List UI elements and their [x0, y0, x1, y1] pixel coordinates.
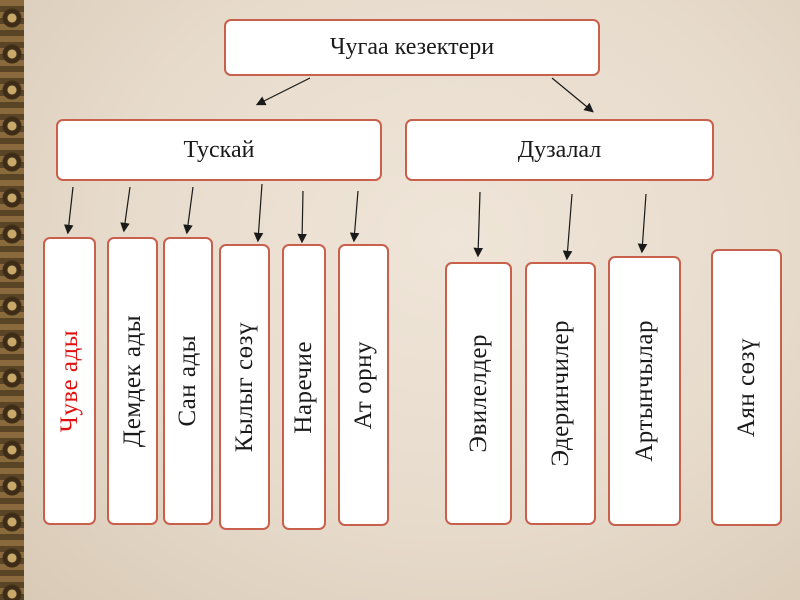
item-label: Чуве ады	[56, 330, 84, 432]
arrow-root-right	[552, 78, 592, 111]
arrow-left-2	[124, 187, 130, 230]
root-box: Чугаа кезектери	[224, 19, 600, 76]
item-box: Чуве ады	[43, 237, 96, 525]
item-label: Эдеринчилер	[547, 320, 575, 466]
root-label: Чугаа кезектери	[330, 34, 494, 61]
item-box: Кылыг сөзү	[219, 244, 270, 530]
group-label-right: Дузалал	[518, 137, 602, 164]
arrow-right-1	[478, 192, 480, 255]
arrow-root-left	[258, 78, 310, 104]
arrow-left-4	[258, 184, 262, 240]
arrow-left-5	[302, 191, 303, 241]
arrow-right-2	[567, 194, 572, 258]
item-label: Артынчылар	[631, 320, 659, 462]
group-label-left: Тускай	[184, 137, 255, 164]
arrow-left-3	[187, 187, 193, 232]
item-label: Ат орну	[350, 341, 378, 429]
group-box-right: Дузалал	[405, 119, 714, 181]
arrow-left-1	[68, 187, 73, 232]
item-label: Демдек ады	[119, 315, 147, 447]
extra-label: Аян сөзү	[733, 338, 761, 437]
item-box: Ат орну	[338, 244, 389, 526]
item-label: Наречие	[290, 341, 318, 434]
group-box-left: Тускай	[56, 119, 382, 181]
item-box: Артынчылар	[608, 256, 681, 526]
item-label: Эвилелдер	[465, 334, 493, 453]
item-box: Эвилелдер	[445, 262, 512, 525]
arrow-left-6	[354, 191, 358, 240]
item-box: Демдек ады	[107, 237, 158, 525]
item-box: Сан ады	[163, 237, 213, 525]
item-label: Кылыг сөзү	[231, 322, 259, 452]
extra-box: Аян сөзү	[711, 249, 782, 526]
item-label: Сан ады	[174, 335, 202, 427]
item-box: Наречие	[282, 244, 326, 530]
arrow-right-3	[642, 194, 646, 251]
item-box: Эдеринчилер	[525, 262, 596, 525]
